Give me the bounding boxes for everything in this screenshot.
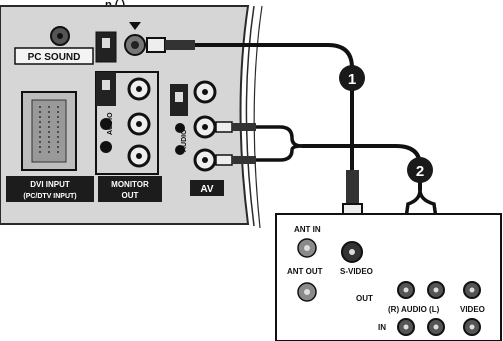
audio-cable-2-strand-left	[256, 125, 303, 148]
cable-1-badge-circle	[339, 65, 365, 91]
audio-cable-2-strand-right	[256, 144, 303, 162]
ant-in-connector-center	[304, 245, 310, 251]
av-device-panel: ANT IN ANT OUT S-VIDEO OUT (R) AUDIO (L)…	[275, 213, 502, 341]
s-video-port-pins	[131, 41, 139, 49]
s-video-plug-body	[165, 40, 195, 50]
monitor-out-audio-jack-right	[100, 141, 112, 153]
cable-1-number: 1	[348, 71, 356, 88]
cable-1-badge: 1	[339, 65, 365, 91]
monitor-out-jack-low-hole	[136, 153, 142, 159]
ant-in-label: ANT IN	[294, 225, 321, 234]
dvi-label-line1: DVI INPUT	[30, 180, 70, 189]
device-s-video-jack-center	[349, 249, 355, 255]
audio-rl-label: (R) AUDIO (L)	[388, 305, 440, 314]
s-video-label: S-VIDEO	[340, 267, 373, 276]
audio-plug-right-body	[232, 156, 256, 164]
out-label: OUT	[356, 294, 373, 303]
audio-plug-right	[215, 154, 233, 166]
av-audio-dot-left	[175, 123, 185, 133]
video-label: VIDEO	[460, 305, 485, 314]
s-video-cable-plug	[346, 170, 359, 204]
in-label: IN	[378, 323, 386, 332]
monitor-rear-panel: PC SOUND DVI INPUT (PC/DTV INPUT) AUDIO …	[0, 5, 263, 229]
monitor-out-label-line2: OUT	[122, 191, 139, 200]
pc-sound-label-box	[14, 47, 94, 65]
monitor-out-label-line1: MONITOR	[111, 180, 149, 189]
out-video-jack-center	[469, 287, 475, 293]
out-audio-l-jack-center	[433, 287, 439, 293]
av-audio-jack-left-hole	[202, 124, 208, 130]
av-device-panel-body	[275, 213, 502, 341]
out-audio-r-jack-center	[403, 287, 409, 293]
av-port-slot	[175, 92, 183, 102]
dvi-label-line2: (PC/DTV INPUT)	[23, 193, 76, 200]
monitor-out-audio-jack-left	[100, 118, 112, 130]
s-video-arrow-icon	[129, 22, 141, 30]
in-video-jack-center	[469, 324, 475, 330]
dc-port-slot	[102, 38, 110, 48]
pc-sound-label: PC SOUND	[28, 52, 81, 63]
in-audio-r-jack-center	[403, 324, 409, 330]
audio-cable-2-branch-right	[418, 189, 438, 219]
panel-edge-line	[253, 5, 263, 229]
audio-cable-2	[302, 144, 422, 190]
monitor-out-port-slot	[102, 80, 110, 90]
av-label-box	[190, 180, 224, 196]
cable-2-number: 2	[416, 163, 424, 180]
cable-2-badge: 2	[407, 157, 433, 183]
audio-plug-left-body	[232, 123, 256, 131]
cable-2-badge-circle	[407, 157, 433, 183]
monitor-out-label-box	[98, 176, 162, 202]
av-audio-dot-right	[175, 145, 185, 155]
ant-out-label: ANT OUT	[287, 267, 323, 276]
av-audio-label: AUDIO	[181, 129, 188, 152]
av-audio-jack-right-hole	[202, 157, 208, 163]
pc-sound-jack-hole	[57, 33, 63, 39]
av-video-jack-hole	[202, 89, 208, 95]
panel-edge-line	[245, 5, 255, 227]
monitor-out-video-jack-hole	[136, 86, 142, 92]
monitor-audio-label: AUDIO	[107, 112, 114, 135]
in-audio-l-jack-center	[433, 324, 439, 330]
monitor-out-jack-mid-hole	[136, 121, 142, 127]
s-video-plug-head	[146, 37, 166, 53]
ant-out-connector-center	[304, 289, 310, 295]
av-label: AV	[200, 184, 213, 195]
dvi-label-box	[6, 176, 94, 202]
monitor-out-block	[95, 71, 159, 175]
audio-plug-left	[215, 121, 233, 133]
